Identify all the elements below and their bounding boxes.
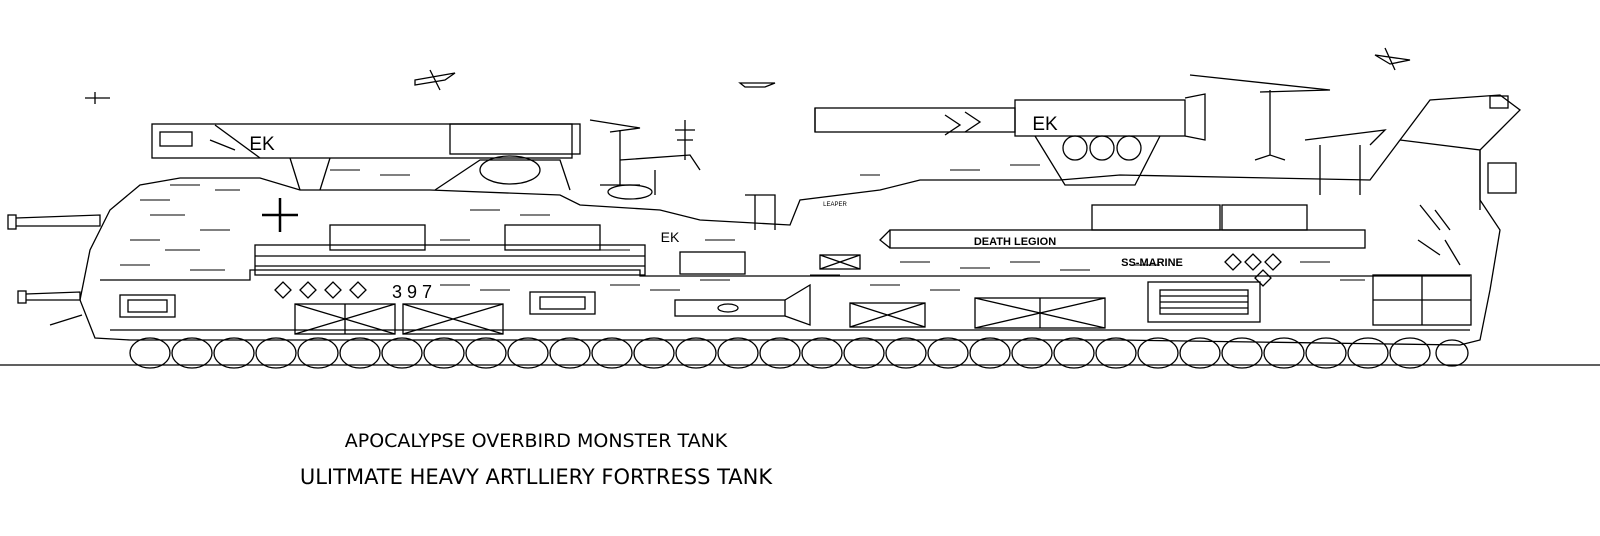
hull-outline — [79, 94, 1521, 346]
deck-cranes — [589, 74, 1387, 230]
right-main-gun — [814, 93, 1206, 186]
hull-panels — [119, 254, 1472, 335]
rear-tower — [1399, 95, 1517, 266]
hull-marking-ss-marine: SS-MARINE — [1121, 257, 1183, 269]
turret-marking-left: EK — [249, 134, 275, 155]
surface-details — [120, 164, 1365, 291]
caption-title: APOCALYPSE OVERBIRD MONSTER TANK — [344, 430, 728, 452]
hull-marking-death-legion: DEATH LEGION — [974, 236, 1056, 248]
deck-structures — [254, 154, 1366, 326]
caption-subtitle: ULITMATE HEAVY ARTLLIERY FORTRESS TANK — [299, 465, 773, 489]
hull-diamonds — [274, 253, 1282, 299]
small-label-leaper: LEAPER — [823, 202, 847, 208]
road-wheels — [129, 337, 1469, 369]
hull-number: 3 9 7 — [392, 282, 432, 302]
turret-marking-right: EK — [1032, 114, 1058, 135]
side-marking-ek: EK — [661, 229, 680, 245]
aircraft — [85, 47, 1411, 104]
front-guns — [7, 214, 101, 326]
hull-mid-line — [100, 269, 1470, 281]
cross-emblem — [262, 198, 298, 232]
left-turret — [151, 123, 581, 191]
